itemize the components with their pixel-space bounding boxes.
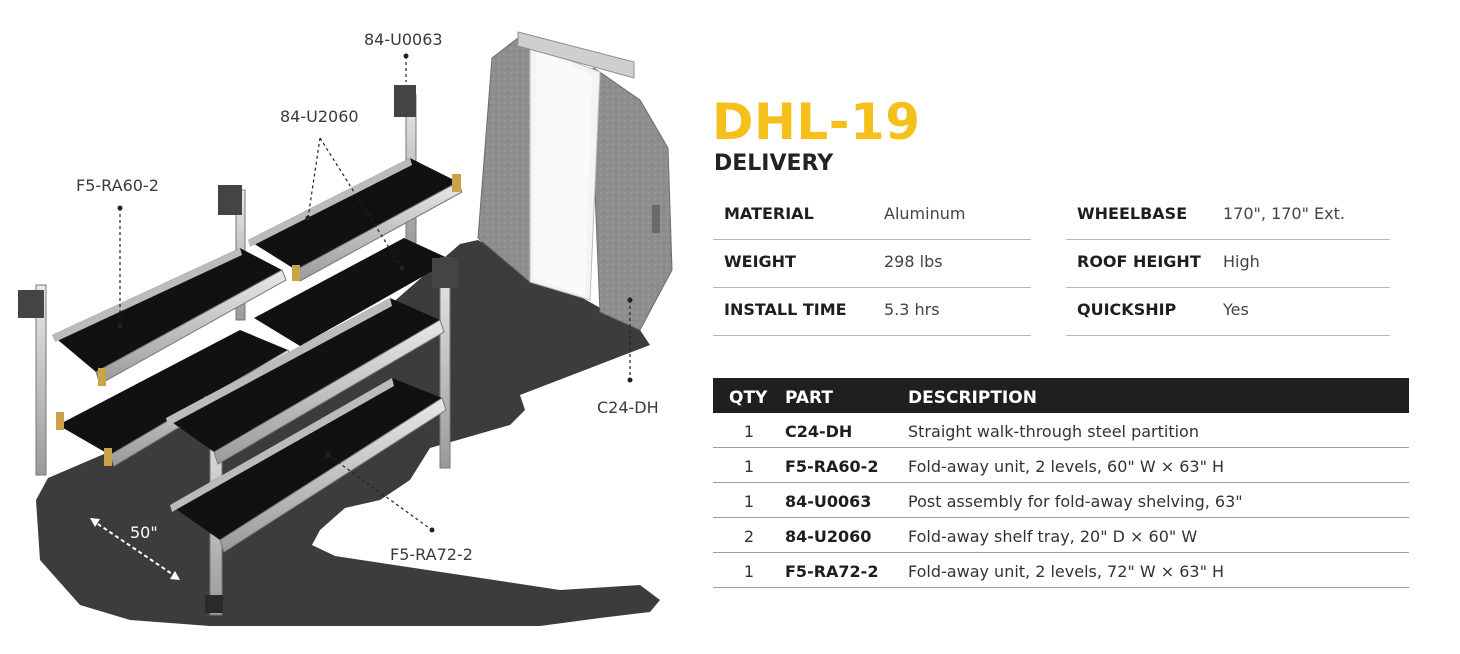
spec-label: INSTALL TIME: [724, 300, 847, 319]
spec-wheelbase: WHEELBASE 170", 170" Ext.: [1066, 192, 1390, 240]
spec-roof-height: ROOF HEIGHT High: [1066, 240, 1390, 288]
cell-qty: 1: [743, 492, 755, 511]
cell-qty: 1: [743, 562, 755, 581]
header-qty: QTY: [729, 388, 768, 408]
spec-label: QUICKSHIP: [1077, 300, 1177, 319]
callout-f5-ra60-2: F5-RA60-2: [76, 176, 159, 195]
cell-description: Fold-away shelf tray, 20" D × 60" W: [908, 527, 1198, 546]
van-shelving-diagram: 84-U0063 84-U2060 F5-RA60-2 C24-DH F5-RA…: [18, 30, 673, 626]
spec-value: Aluminum: [884, 204, 966, 223]
spec-weight: WEIGHT 298 lbs: [713, 240, 1031, 288]
model-category: DELIVERY: [714, 151, 834, 176]
spec-label: WHEELBASE: [1077, 204, 1188, 223]
table-row: 2 84-U2060 Fold-away shelf tray, 20" D ×…: [713, 518, 1409, 553]
callout-c24-dh: C24-DH: [597, 398, 659, 417]
partition-c24-dh: [477, 31, 673, 331]
spec-label: ROOF HEIGHT: [1077, 252, 1201, 271]
cell-part: 84-U2060: [785, 527, 872, 546]
cell-part: 84-U0063: [785, 492, 872, 511]
width-dimension: [90, 518, 180, 580]
header-description: DESCRIPTION: [908, 388, 1037, 408]
table-row: 1 F5-RA60-2 Fold-away unit, 2 levels, 60…: [713, 448, 1409, 483]
parts-table-header: QTY PART DESCRIPTION: [713, 378, 1409, 413]
spec-quickship: QUICKSHIP Yes: [1066, 288, 1390, 336]
spec-value: High: [1223, 252, 1260, 271]
table-row: 1 C24-DH Straight walk-through steel par…: [713, 413, 1409, 448]
cell-description: Straight walk-through steel partition: [908, 422, 1199, 441]
spec-install-time: INSTALL TIME 5.3 hrs: [713, 288, 1031, 336]
callout-leaders: [119, 56, 631, 531]
cell-description: Post assembly for fold-away shelving, 63…: [908, 492, 1243, 511]
table-row: 1 F5-RA72-2 Fold-away unit, 2 levels, 72…: [713, 553, 1409, 588]
parts-table: QTY PART DESCRIPTION 1 C24-DH Straight w…: [713, 378, 1409, 588]
header-part: PART: [785, 388, 833, 408]
model-code: DHL-19: [712, 93, 921, 151]
cell-part: F5-RA60-2: [785, 457, 879, 476]
cell-part: C24-DH: [785, 422, 853, 441]
cell-qty: 1: [743, 422, 755, 441]
spec-material: MATERIAL Aluminum: [713, 192, 1031, 240]
dimension-label: 50": [130, 523, 158, 542]
cell-qty: 1: [743, 457, 755, 476]
spec-label: WEIGHT: [724, 252, 796, 271]
cell-description: Fold-away unit, 2 levels, 60" W × 63" H: [908, 457, 1225, 476]
fold-away-unit-f5-ra72-2: [166, 257, 458, 616]
callout-f5-ra72-2: F5-RA72-2: [390, 545, 473, 564]
cell-part: F5-RA72-2: [785, 562, 879, 581]
spec-value: 170", 170" Ext.: [1223, 204, 1345, 223]
spec-value: 5.3 hrs: [884, 300, 940, 319]
cell-description: Fold-away unit, 2 levels, 72" W × 63" H: [908, 562, 1225, 581]
callout-84-u0063: 84-U0063: [364, 30, 443, 49]
spec-label: MATERIAL: [724, 204, 814, 223]
callout-dots: [117, 53, 633, 533]
table-row: 1 84-U0063 Post assembly for fold-away s…: [713, 483, 1409, 518]
callout-84-u2060: 84-U2060: [280, 107, 359, 126]
spec-value: Yes: [1223, 300, 1249, 319]
spec-value: 298 lbs: [884, 252, 943, 271]
cell-qty: 2: [743, 527, 755, 546]
